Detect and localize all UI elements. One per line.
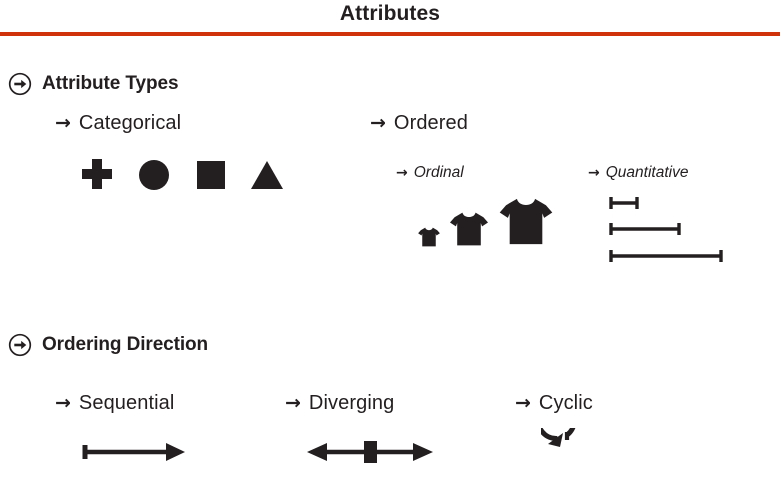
item-diverging: → Diverging — [285, 392, 394, 415]
section-label: Attribute Types — [42, 73, 179, 94]
length-bar-long-glyph — [608, 249, 724, 263]
item-ordinal: → Ordinal — [396, 164, 464, 182]
ordinal-tshirt-row — [412, 195, 562, 248]
item-label: Ordered — [393, 112, 468, 134]
diverging-arrow-glyph — [305, 438, 435, 466]
item-label: Sequential — [78, 392, 175, 414]
circle-glyph — [139, 160, 169, 190]
tshirt-small-glyph — [417, 226, 441, 248]
item-label: Diverging — [308, 392, 395, 414]
circled-arrow-right-icon — [8, 72, 32, 96]
section-heading-ordering-direction: Ordering Direction — [8, 333, 208, 357]
arrow-right-icon: → — [396, 165, 408, 181]
item-label: Categorical — [78, 112, 182, 134]
arrow-right-icon: → — [515, 392, 531, 414]
arrow-right-icon: → — [55, 112, 71, 134]
plus-glyph — [82, 159, 112, 189]
item-cyclic: → Cyclic — [515, 392, 593, 415]
cyclic-arrow-glyph — [541, 428, 593, 478]
length-bar-short-glyph — [608, 196, 640, 210]
item-sequential: → Sequential — [55, 392, 174, 415]
triangle-glyph — [251, 161, 283, 189]
circled-arrow-right-icon — [8, 333, 32, 357]
item-label: Cyclic — [538, 392, 593, 414]
item-label: Ordinal — [413, 164, 464, 181]
arrow-right-icon: → — [588, 165, 600, 181]
section-heading-attribute-types: Attribute Types — [8, 72, 179, 96]
item-label: Quantitative — [605, 164, 689, 181]
arrow-right-icon: → — [370, 112, 386, 134]
length-bar-medium-glyph — [608, 222, 682, 236]
section-label: Ordering Direction — [42, 334, 209, 355]
page-title: Attributes — [339, 2, 441, 25]
sequential-arrow-glyph — [82, 440, 188, 464]
arrow-right-icon: → — [285, 392, 301, 414]
tshirt-large-glyph — [497, 195, 555, 248]
arrow-right-icon: → — [55, 392, 71, 414]
title-divider — [0, 32, 780, 36]
square-glyph — [197, 161, 225, 189]
item-quantitative: → Quantitative — [588, 164, 688, 182]
item-ordered: → Ordered — [370, 112, 468, 135]
tshirt-medium-glyph — [448, 210, 490, 248]
item-categorical: → Categorical — [55, 112, 181, 135]
